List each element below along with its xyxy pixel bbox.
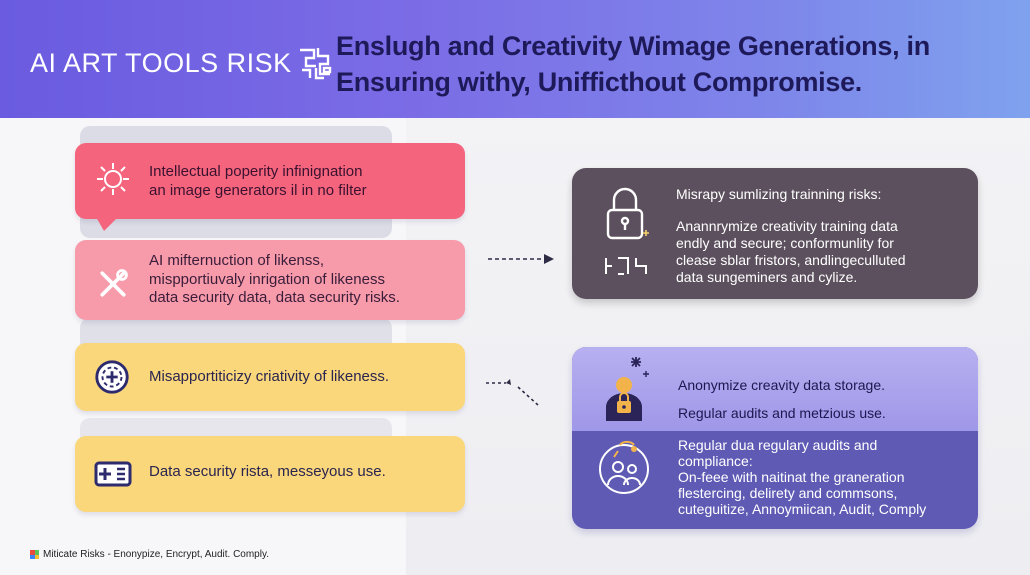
training-risk-text: Anannrymize creativity training data end…	[676, 218, 906, 286]
risk-card-text: Misapportiticizy criativity of likeness.	[149, 368, 389, 387]
footer: Miticate Risks - Enonypize, Encrypt, Aud…	[30, 549, 269, 560]
dashed-arrow-right	[488, 254, 554, 264]
user-lock-icon	[606, 357, 649, 421]
risk-card-line: data security data, data security risks.	[149, 289, 400, 306]
training-risk-line: Anannrymize creativity training data	[676, 218, 898, 234]
risk-card-ip: Intellectual poperity infinignation an i…	[75, 143, 465, 219]
speech-tail	[96, 217, 118, 231]
circuit-symbol-icon	[605, 257, 647, 275]
risk-card-line: mispportiuvaly inrigation of likeness	[149, 270, 385, 288]
risk-card-text: Data security rista, messeyous use.	[149, 463, 386, 482]
risk-card-line: AI mifternuction of likenss,	[149, 252, 325, 269]
headline-line-2: Ensuring withy, Unifficthout Compromise.	[336, 67, 862, 97]
risk-card-likeness: AI mifternuction of likenss, mispportiuv…	[75, 240, 465, 320]
training-risk-title: Misrapy sumlizing trainning risks:	[676, 186, 882, 202]
target-icon	[95, 360, 129, 394]
risk-card-creativity: Misapportiticizy criativity of likeness.	[75, 343, 465, 411]
tools-icon	[100, 269, 128, 297]
mitigation-top-text: Anonymize creavity data storage. Regular…	[678, 371, 886, 427]
header-banner: AI ART TOOLS RISK Enslugh and Creativity…	[0, 0, 1030, 118]
audit-users-icon	[599, 440, 649, 494]
mitigation-top-line: Anonymize creavity data storage.	[678, 377, 885, 393]
risk-card-line: Data security rista, messeyous use.	[149, 463, 386, 480]
headline-line-1: Enslugh and Creativity Wimage Generation…	[336, 31, 930, 61]
risk-card-line: an image generators il in no filter	[149, 181, 367, 199]
training-risk-line: data sungeminers and cylize.	[676, 269, 858, 285]
mitigation-title-line: compliance:	[678, 453, 753, 469]
dashed-arrow-link	[486, 379, 539, 406]
brand-logo-icon	[30, 550, 39, 559]
risk-card-line: Intellectual poperity infinignation	[149, 163, 363, 180]
brand-title: AI ART TOOLS RISK	[30, 44, 334, 82]
lock-icon	[606, 187, 649, 240]
circuit-icon	[299, 48, 331, 80]
mitigation-line: cuteguitize, Annoymiican, Audit, Comply	[678, 501, 927, 517]
mitigation-title-line: Regular dua regulary audits and	[678, 437, 878, 453]
id-card-icon	[94, 461, 132, 487]
page-headline: Enslugh and Creativity Wimage Generation…	[336, 28, 930, 100]
mitigation-line: On-feee with naitinat the graneration	[678, 469, 905, 485]
mitigation-line: flestercing, delirety and commsons,	[678, 485, 898, 501]
risk-card-line: Misapportiticizy criativity of likeness.	[149, 368, 390, 385]
training-risk-line: clease sblar fristors, andlingeculluted	[676, 252, 906, 268]
training-risk-line: endly and secure; conformunlity for	[676, 235, 894, 251]
training-risk-card: Misrapy sumlizing trainning risks: Anann…	[572, 168, 978, 299]
risk-card-data-security: Data security rista, messeyous use.	[75, 436, 465, 512]
brand-text: AI ART TOOLS RISK	[30, 47, 292, 78]
mitigation-card: Anonymize creavity data storage. Regular…	[572, 347, 978, 529]
mitigation-bottom-text: On-feee with naitinat the graneration fl…	[678, 469, 926, 517]
sun-icon	[97, 163, 129, 195]
mitigation-bottom-title: Regular dua regulary audits and complian…	[678, 437, 877, 469]
mitigation-top-line: Regular audits and metzious use.	[678, 405, 886, 421]
footer-text: Miticate Risks - Enonypize, Encrypt, Aud…	[43, 549, 270, 560]
risk-card-text: AI mifternuction of likenss, mispportiuv…	[149, 252, 400, 308]
risk-card-text: Intellectual poperity infinignation an i…	[149, 163, 367, 200]
